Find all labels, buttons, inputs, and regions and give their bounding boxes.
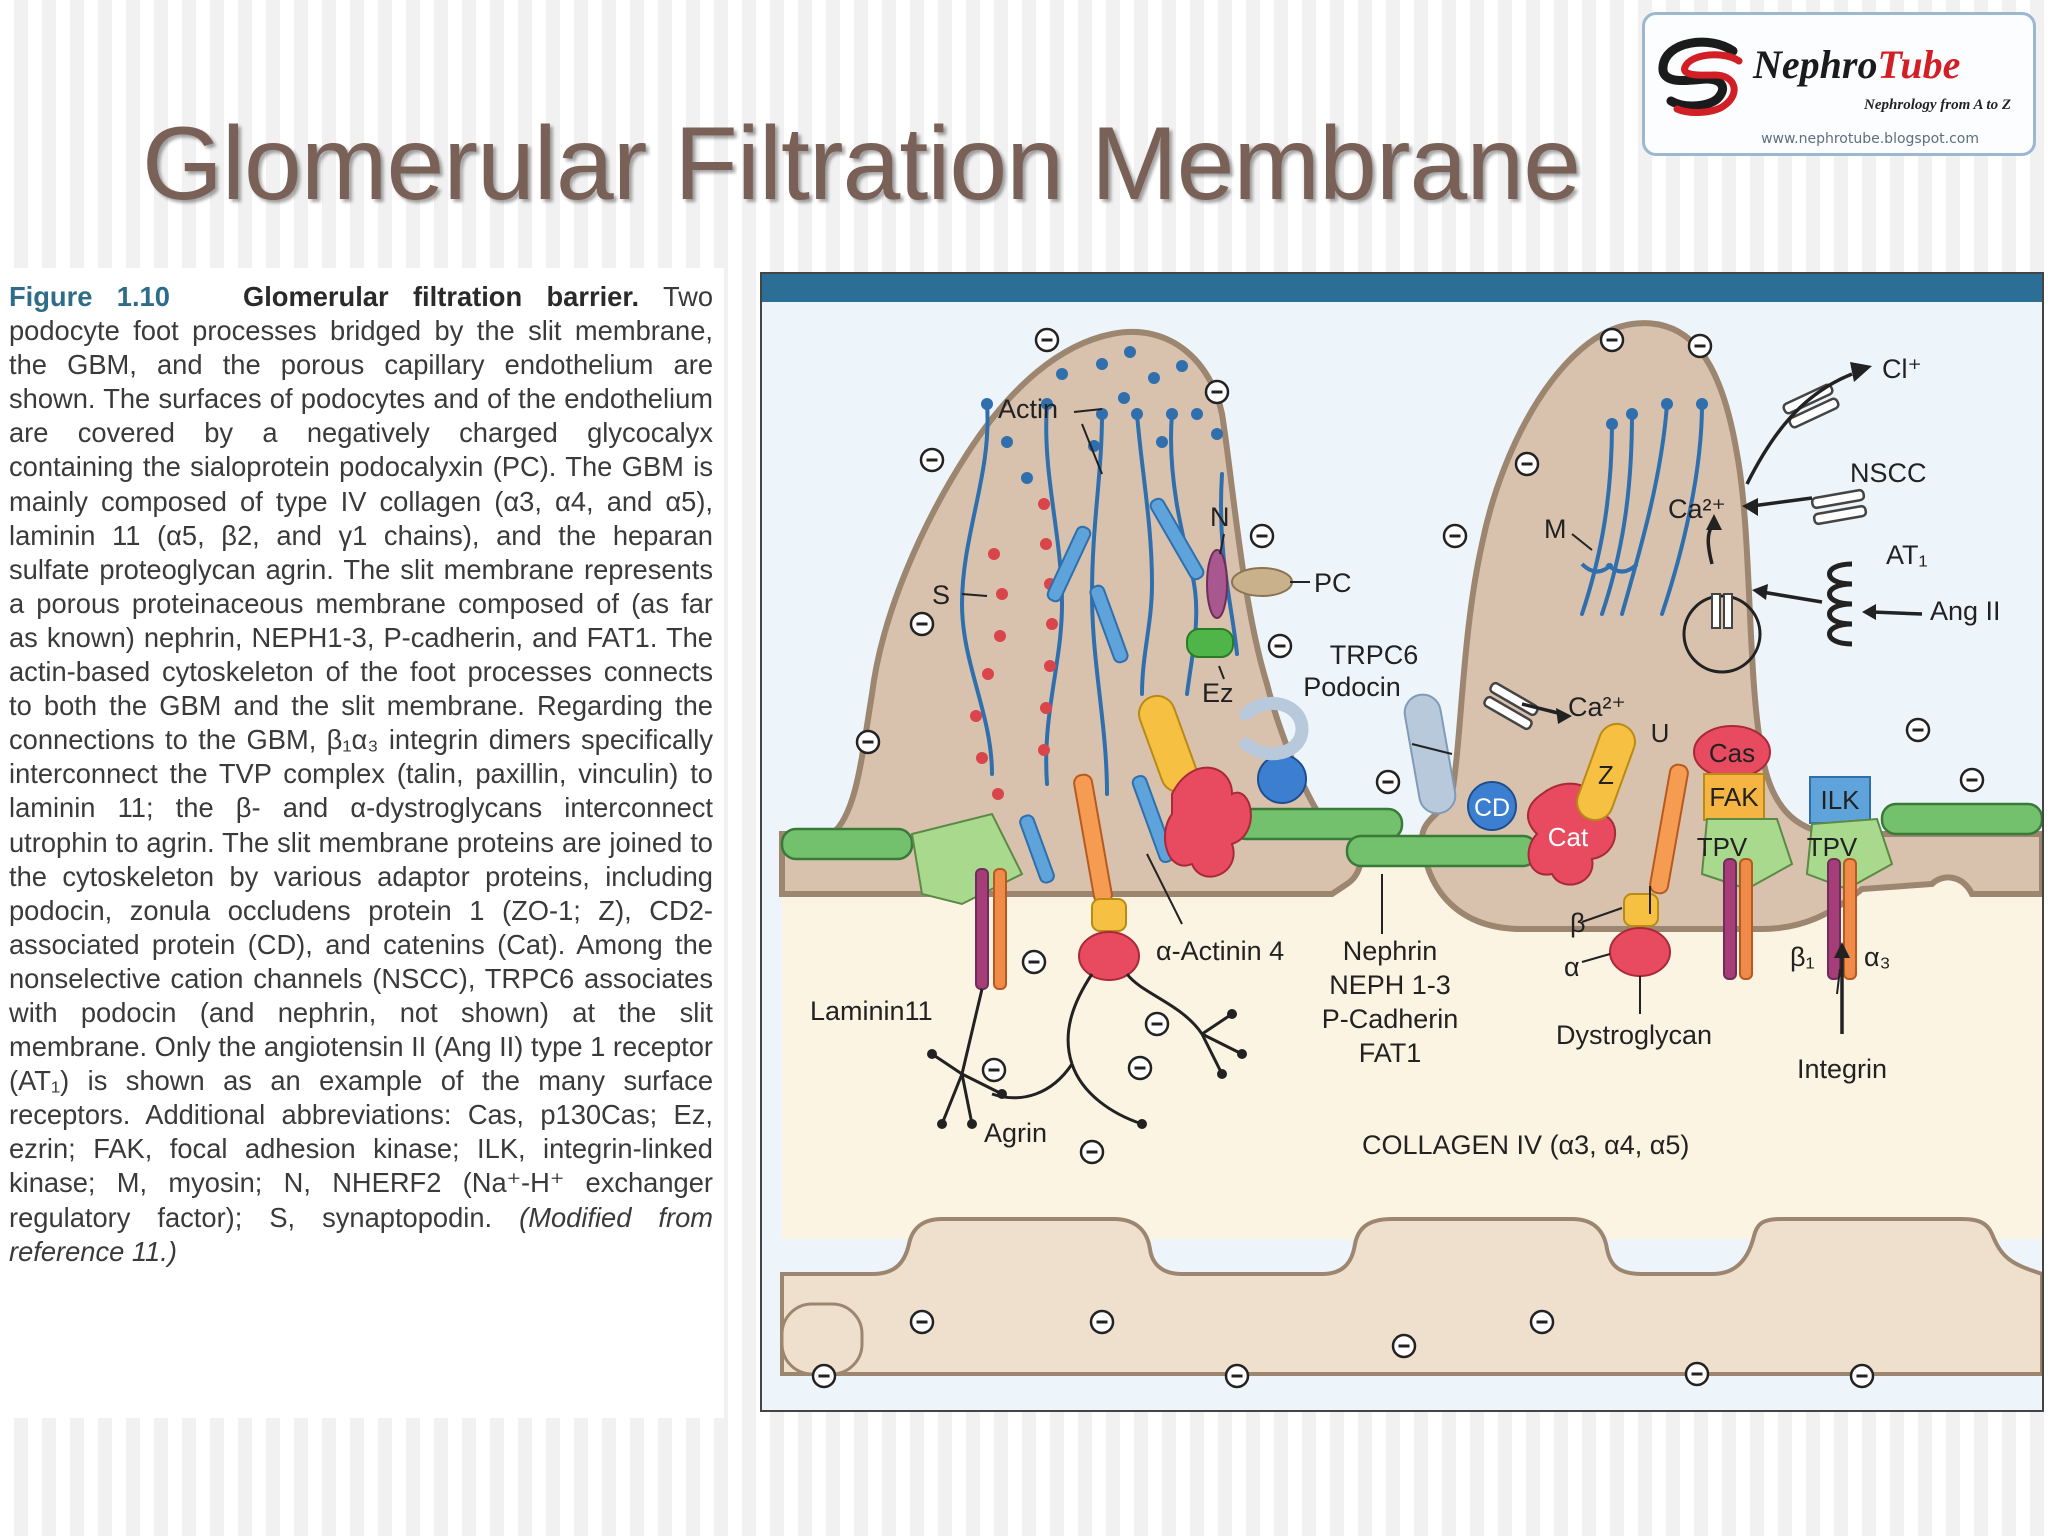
capillary-endothelium [780, 1217, 2042, 1376]
logo-swirl-icon [1658, 37, 1743, 116]
label-ezrin: Ez [1202, 678, 1234, 708]
label-alpha3: α₃ [1864, 942, 1891, 972]
label-tpv-2: TPV [1807, 832, 1858, 862]
label-actin: Actin [998, 394, 1058, 424]
label-beta1: β₁ [1790, 942, 1815, 972]
ilk-protein [1809, 776, 1871, 824]
label-agrin: Agrin [984, 1118, 1047, 1148]
label-zo1: Z [1598, 760, 1614, 790]
slide-title: Glomerular Filtration Membrane [142, 106, 1581, 222]
label-fak: FAK [1709, 782, 1759, 812]
logo-name: NephroTube [1753, 42, 1961, 87]
podocin-protein-left [1239, 696, 1309, 761]
integrin-beta-right-2 [1827, 858, 1841, 980]
slit-membrane [780, 802, 2042, 868]
endothelial-cell [780, 1302, 864, 1376]
label-integrin: Integrin [1797, 1054, 1887, 1084]
integrin-beta-left [975, 868, 989, 990]
label-trpc6: TRPC6 [1330, 640, 1419, 670]
cd2ap-protein-left [1257, 754, 1307, 804]
beta-dystroglycan-right [1623, 893, 1659, 927]
diagram-canvas: Actin S N PC Ez TRPC6 Podocin CD Cat Z U… [762, 274, 2042, 1389]
arrow-heads [1556, 362, 1876, 958]
podocin-protein-right [1403, 693, 1457, 815]
utrophin-right [1649, 763, 1689, 895]
label-nephrin: Nephrin [1343, 936, 1438, 966]
agrin-ends [1137, 1009, 1247, 1129]
label-calcium-lower: Ca²⁺ [1568, 692, 1626, 722]
at1-receptor [1827, 561, 1853, 647]
pathway-arrows [1521, 372, 1923, 1034]
actin-tips-right [1606, 398, 1708, 430]
agrin-branches [991, 973, 1243, 1126]
integrin-alpha-right-1 [1739, 858, 1753, 980]
label-cas: Cas [1709, 738, 1755, 768]
catenin-protein-left [1163, 766, 1252, 878]
filtration-barrier-diagram: Actin S N PC Ez TRPC6 Podocin CD Cat Z U… [760, 272, 2044, 1412]
nephrotube-logo[interactable]: NephroTube Nephrology from A to Z www.ne… [1642, 12, 2036, 156]
label-fat1: FAT1 [1359, 1038, 1422, 1068]
label-p-cadherin: P-Cadherin [1322, 1004, 1459, 1034]
myosin-protein [1580, 562, 1639, 574]
label-cd2ap: CD [1474, 794, 1510, 822]
label-utrophin: U [1651, 718, 1670, 748]
actin-filaments-right [1580, 402, 1704, 616]
label-podocalyxin: PC [1314, 568, 1352, 598]
integrin-alpha-right-2 [1843, 858, 1857, 980]
caption-panel [0, 268, 724, 1418]
leader-lines [961, 408, 1841, 1014]
caption-body: Two podocyte foot processes bridged by t… [9, 281, 714, 1233]
figure-number: Figure 1.10 [9, 281, 170, 312]
actin-filament-tips-left [981, 346, 1223, 484]
alpha-dystroglycan-right [1609, 927, 1671, 977]
label-nherf2: N [1210, 502, 1230, 532]
label-laminin11: Laminin11 [810, 996, 933, 1026]
label-angiotensin: Ang II [1930, 596, 2001, 626]
label-alpha-actinin: α-Actinin 4 [1156, 936, 1284, 966]
logo-url[interactable]: www.nephrotube.blogspot.com [1761, 131, 1979, 147]
integrin-beta-right-1 [1723, 858, 1737, 980]
zo1-protein-right [1576, 722, 1636, 822]
label-beta: β [1570, 908, 1586, 938]
figure-title: Glomerular filtration barrier. [242, 281, 640, 312]
vesicle-channel [1723, 593, 1733, 629]
label-podocin: Podocin [1303, 672, 1401, 702]
label-collagen: COLLAGEN IV (α3, α4, α5) [1362, 1130, 1689, 1160]
label-tpv-1: TPV [1697, 832, 1748, 862]
label-at1: AT₁ [1886, 540, 1928, 570]
beta-dystroglycan-left [1091, 898, 1127, 932]
vesicle-channel [1711, 593, 1721, 629]
alpha-dystroglycan-left [1078, 931, 1140, 981]
label-nscc: NSCC [1850, 458, 1927, 488]
ezrin-protein [1186, 628, 1234, 658]
nherf2-protein [1206, 549, 1228, 619]
podocalyxin-protein [1231, 567, 1293, 597]
figure-caption: Figure 1.10 Glomerular filtration barrie… [9, 280, 713, 1269]
cd2ap-protein-right [1467, 781, 1517, 831]
caption-source: (Modified from reference 11.) [9, 1201, 713, 1267]
label-neph: NEPH 1-3 [1329, 970, 1451, 1000]
label-chloride: Cl⁺ [1882, 354, 1922, 384]
integrin-alpha-left [993, 868, 1007, 990]
label-alpha: α [1564, 952, 1580, 982]
logo-tagline: Nephrology from A to Z [1864, 97, 2011, 113]
label-calcium-upper: Ca²⁺ [1668, 494, 1726, 524]
laminin11-branches [931, 988, 1003, 1125]
intracellular-vesicle [1682, 594, 1762, 674]
label-myosin: M [1544, 514, 1567, 544]
alpha-actinin-rods [1019, 497, 1205, 884]
label-catenin: Cat [1548, 822, 1589, 852]
synaptopodin-beads [970, 498, 1058, 800]
label-dystroglycan: Dystroglycan [1556, 1020, 1712, 1050]
diagram-header-bar [762, 274, 2042, 302]
label-synaptopodin: S [932, 580, 950, 610]
label-ilk: ILK [1820, 785, 1860, 815]
